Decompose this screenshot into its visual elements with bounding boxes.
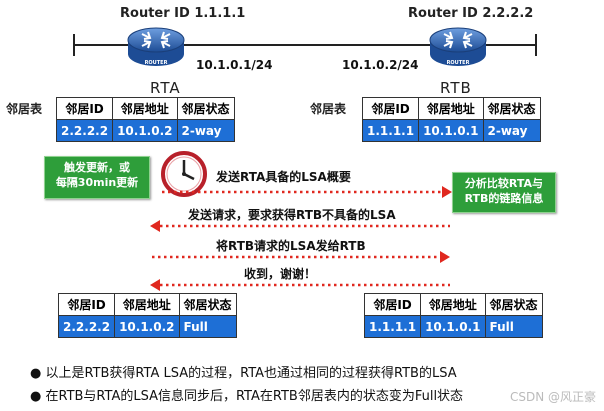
cell-neighbor-address: 10.1.0.1 [418, 119, 484, 142]
cell-neighbor-state: Full [484, 315, 543, 338]
neighbor-table-rtb-2way: 邻居ID 邻居地址 邻居状态 1.1.1.1 10.1.0.1 2-way [361, 97, 541, 142]
rta-router-icon: ROUTER [127, 27, 185, 66]
cell-neighbor-address: 10.1.0.2 [114, 315, 180, 338]
rtb-name: RTB [440, 79, 472, 97]
header-neighbor-state: 邻居状态 [482, 97, 541, 120]
cell-neighbor-address: 10.1.0.2 [112, 119, 178, 142]
arrow-1-head [442, 186, 452, 198]
bullet-2-text: 在RTB与RTA的LSA信息同步后，RTA在RTB邻居表内的状态变为Full状态 [45, 389, 464, 404]
cell-neighbor-id: 1.1.1.1 [361, 119, 420, 142]
analyze-line1: 分析比较RTA与 [464, 177, 544, 190]
message-1: 发送RTA具备的LSA概要 [216, 170, 351, 184]
rtb-router-icon: ROUTER [429, 27, 487, 66]
bullet-1: ● 以上是RTB获得RTA LSA的过程，RTA也通过相同的过程获得RTB的LS… [30, 366, 457, 381]
arrow-4-head [150, 279, 160, 291]
header-neighbor-address: 邻居地址 [112, 97, 178, 120]
trigger-update-box: 触发更新，或 每隔30min更新 [44, 156, 150, 199]
header-neighbor-id: 邻居ID [363, 293, 422, 316]
message-2: 发送请求，要求获得RTB不具备的LSA [188, 208, 396, 222]
rtb-router-id: Router ID 2.2.2.2 [408, 6, 534, 21]
cell-neighbor-id: 2.2.2.2 [55, 119, 114, 142]
cell-neighbor-state: Full [178, 315, 237, 338]
cell-neighbor-state: 2-way [176, 119, 235, 142]
header-neighbor-address: 邻居地址 [418, 97, 484, 120]
arrow-3-head [440, 251, 450, 263]
header-neighbor-state: 邻居状态 [178, 293, 237, 316]
analyze-line2: RTB的链路信息 [464, 192, 544, 205]
rtb-router-icon-text: ROUTER [447, 60, 470, 66]
analyze-box: 分析比较RTA与 RTB的链路信息 [452, 172, 556, 213]
header-neighbor-address: 邻居地址 [420, 293, 486, 316]
header-neighbor-id: 邻居ID [57, 293, 116, 316]
neighbor-table-rta-2way: 邻居ID 邻居地址 邻居状态 2.2.2.2 10.1.0.2 2-way [55, 97, 235, 142]
neighbor-table-label-left: 邻居表 [6, 102, 43, 116]
rta-router-icon-text: ROUTER [145, 60, 168, 66]
rta-subnet: 10.1.0.1/24 [196, 58, 273, 72]
message-3: 将RTB请求的LSA发给RTB [216, 239, 366, 253]
cell-neighbor-id: 1.1.1.1 [363, 315, 422, 338]
header-neighbor-state: 邻居状态 [484, 293, 543, 316]
header-neighbor-state: 邻居状态 [176, 97, 235, 120]
trigger-update-line1: 触发更新，或 [64, 161, 130, 174]
watermark: CSDN @风正豪 [510, 390, 597, 404]
rta-router-id: Router ID 1.1.1.1 [120, 6, 246, 21]
cell-neighbor-state: 2-way [482, 119, 541, 142]
rtb-subnet: 10.1.0.2/24 [342, 58, 419, 72]
bullet-1-text: 以上是RTB获得RTA LSA的过程，RTA也通过相同的过程获得RTB的LSA [45, 366, 457, 381]
rta-name: RTA [150, 79, 181, 97]
cell-neighbor-id: 2.2.2.2 [57, 315, 116, 338]
bullet-2: ● 在RTB与RTA的LSA信息同步后，RTA在RTB邻居表内的状态变为Full… [30, 389, 464, 404]
header-neighbor-address: 邻居地址 [114, 293, 180, 316]
neighbor-table-rta-full: 邻居ID 邻居地址 邻居状态 2.2.2.2 10.1.0.2 Full [57, 293, 237, 338]
arrow-2-head [150, 220, 160, 232]
neighbor-table-label-right: 邻居表 [310, 102, 347, 116]
cell-neighbor-address: 10.1.0.1 [420, 315, 486, 338]
neighbor-table-rtb-full: 邻居ID 邻居地址 邻居状态 1.1.1.1 10.1.0.1 Full [363, 293, 543, 338]
trigger-update-line2: 每隔30min更新 [55, 176, 139, 189]
clock-icon [161, 151, 207, 197]
header-neighbor-id: 邻居ID [361, 97, 420, 120]
message-4: 收到，谢谢！ [244, 267, 317, 281]
